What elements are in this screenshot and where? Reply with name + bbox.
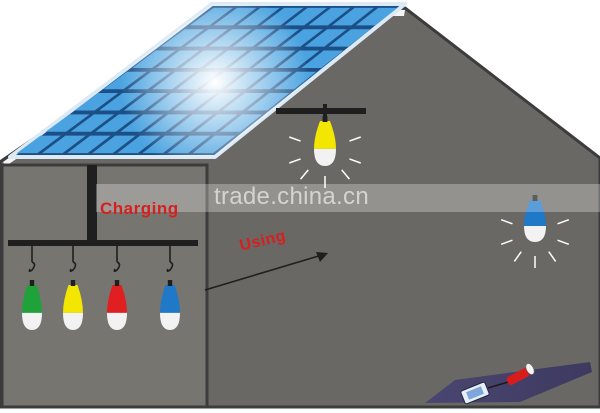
- light-ray: [341, 169, 351, 180]
- ceiling-bulb-stem: [323, 104, 327, 118]
- watermark-band: [96, 184, 600, 212]
- solar-panel-icon: [8, 2, 407, 159]
- light-bulb-icon: [22, 280, 42, 330]
- hook: [28, 261, 36, 273]
- mobile-phone-icon: [460, 381, 490, 405]
- ceiling-rail: [276, 108, 366, 114]
- light-ray: [289, 158, 301, 164]
- light-ray: [500, 218, 513, 225]
- light-ray: [548, 251, 557, 262]
- light-ray: [500, 239, 513, 246]
- light-bulb-icon: [314, 116, 336, 166]
- light-ray: [513, 251, 522, 262]
- room-bracket: [87, 165, 97, 245]
- light-ray: [349, 136, 361, 142]
- light-ray: [349, 158, 361, 164]
- hook: [166, 261, 174, 273]
- light-ray: [299, 169, 309, 180]
- hook: [69, 261, 77, 273]
- light-ray: [557, 218, 570, 225]
- charging-cable: [487, 381, 509, 389]
- charging-label: Charging: [100, 199, 179, 218]
- arrow-right-icon: [204, 252, 328, 291]
- charging-rail: [8, 240, 198, 246]
- light-ray: [289, 136, 301, 142]
- light-bulb-icon: [160, 280, 180, 330]
- light-bulb-icon: [524, 195, 546, 242]
- light-bulb-icon: [107, 280, 127, 330]
- light-bulb-icon: [63, 280, 83, 330]
- flashlight-icon: [506, 363, 535, 385]
- watermark-text: trade.china.cn: [214, 183, 369, 210]
- hook: [113, 261, 121, 273]
- light-ray: [557, 239, 570, 246]
